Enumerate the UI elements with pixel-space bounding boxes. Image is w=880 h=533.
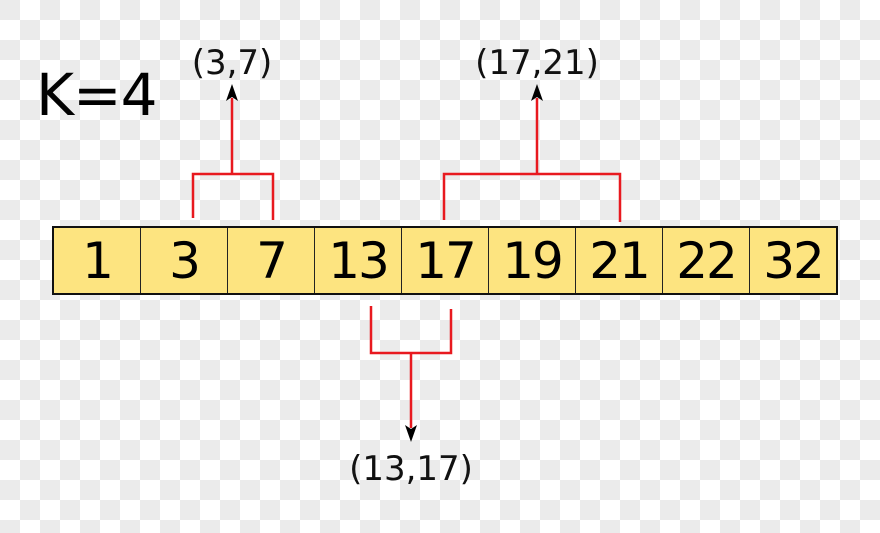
- arrowhead-down-icon: [405, 425, 417, 442]
- sorted-array: 1 3 7 13 17 19 21 22 32: [52, 226, 838, 295]
- array-cell: 3: [141, 228, 228, 293]
- array-cell: 32: [763, 231, 825, 290]
- array-cell: 19: [489, 228, 576, 293]
- array-cell: 21: [576, 228, 663, 293]
- arrowhead-up-icon: [531, 84, 543, 101]
- bracket-17-21: [442, 98, 622, 222]
- pair-label-17-21: (17,21): [475, 43, 599, 83]
- bracket-3-7: [191, 98, 275, 220]
- array-cell: 1: [54, 228, 141, 293]
- array-cell: 17: [402, 228, 489, 293]
- array-cell: 22: [663, 228, 750, 293]
- arrowhead-up-icon: [226, 84, 238, 101]
- bracket-13-17: [369, 306, 453, 428]
- array-cell: 7: [228, 228, 315, 293]
- array-cell: 13: [315, 228, 402, 293]
- k-value-label: K=4: [36, 61, 158, 129]
- pair-label-3-7: (3,7): [191, 43, 273, 83]
- pair-label-13-17: (13,17): [349, 449, 473, 489]
